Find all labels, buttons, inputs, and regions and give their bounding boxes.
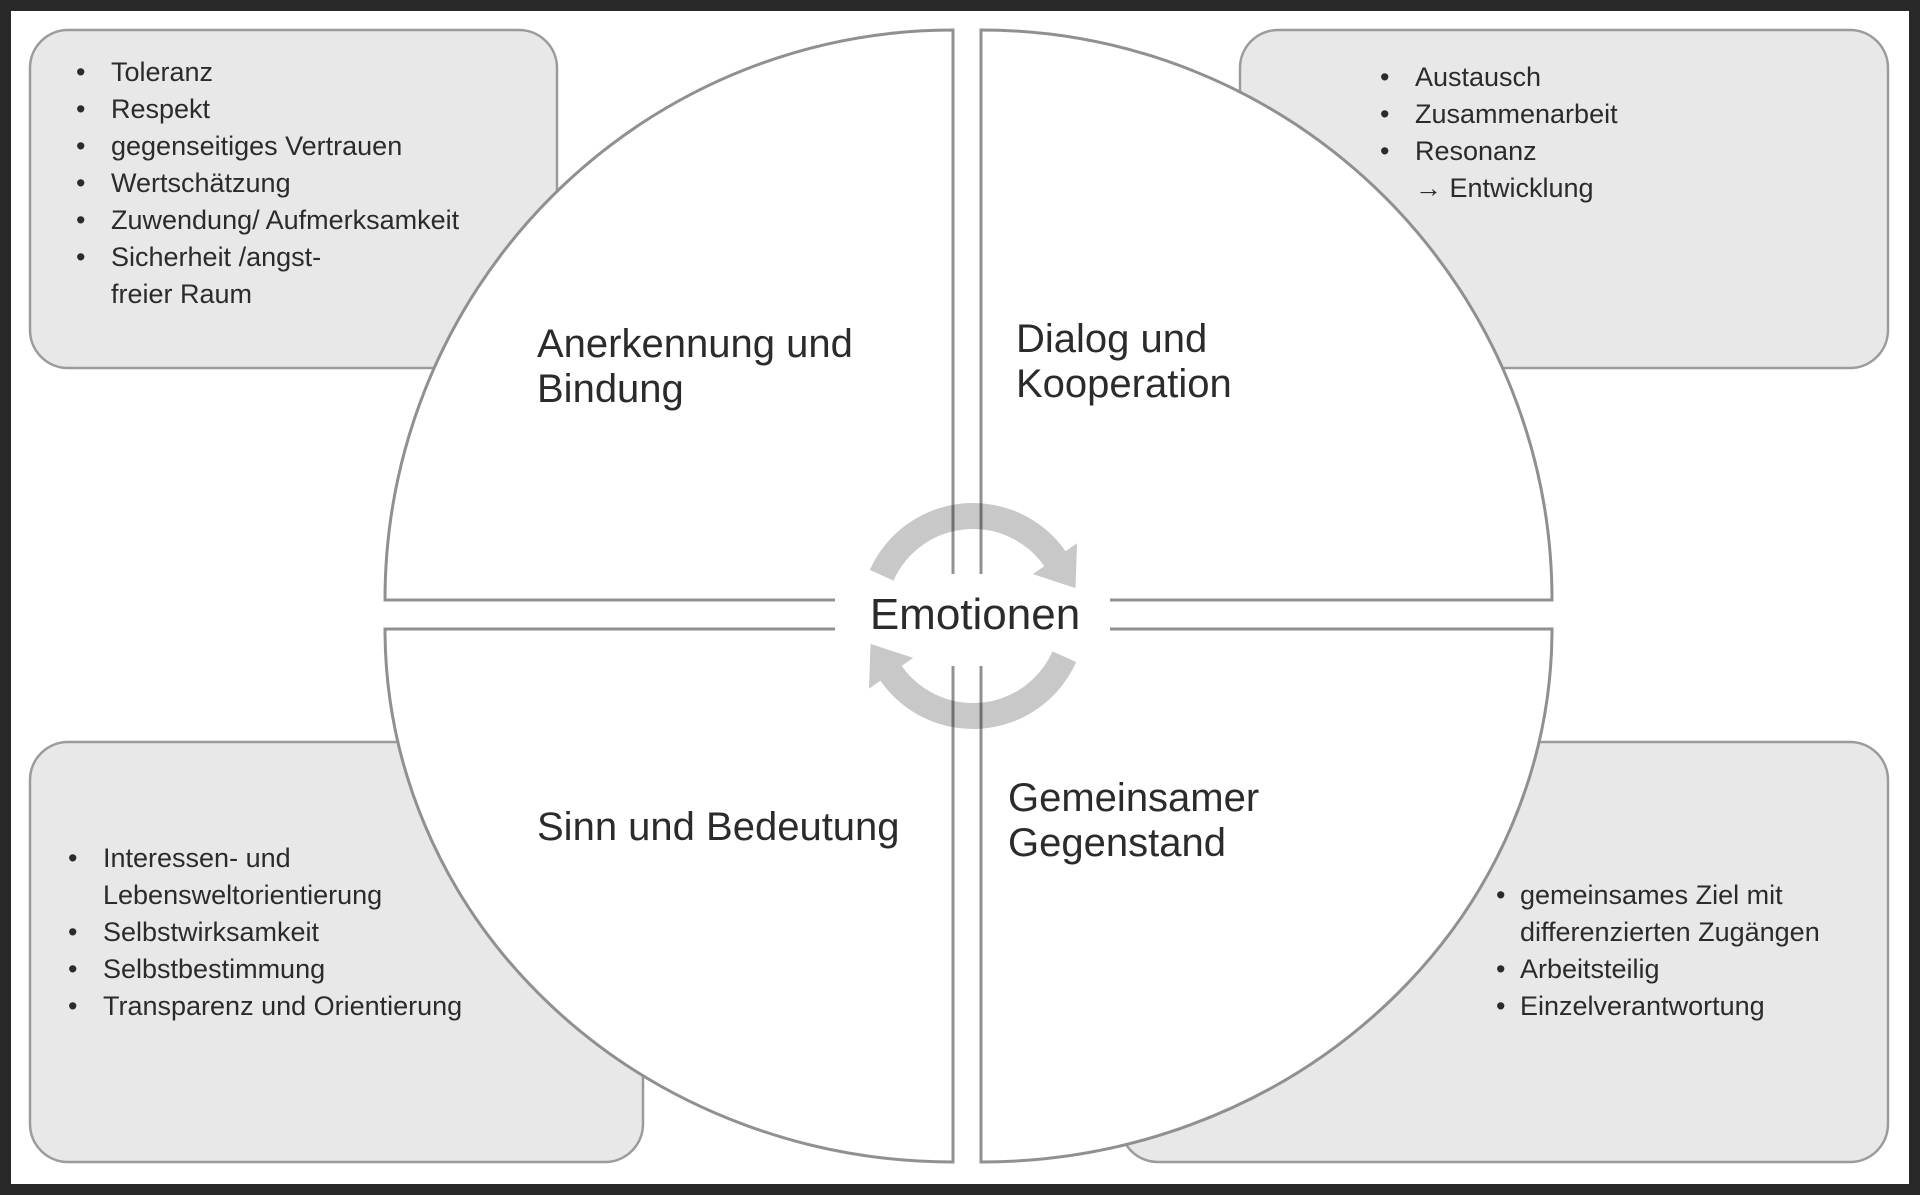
quadrant-title-dialog-und-kooperation: Dialog und Kooperation <box>1016 317 1232 406</box>
bullet-item: Selbstwirksamkeit <box>66 914 462 951</box>
quadrant-title-sinn-und-bedeutung: Sinn und Bedeutung <box>537 805 900 849</box>
bullet-item: Zuwendung/ Aufmerksamkeit <box>74 202 459 239</box>
bullet-item: Toleranz <box>74 54 459 91</box>
center-label: Emotionen <box>869 590 1081 639</box>
bullet-item: Respekt <box>74 91 459 128</box>
bullet-item: Einzelverantwortung <box>1494 988 1820 1025</box>
bullet-item: Austausch <box>1378 59 1618 96</box>
cycle-arrow-top <box>869 502 1077 589</box>
quadrant-shape-bottom-right <box>979 627 1554 1164</box>
bullet-item: Resonanz → Entwicklung <box>1378 133 1618 207</box>
cycle-arrow-bottom <box>869 643 1077 730</box>
bullet-item: Wertschätzung <box>74 165 459 202</box>
bullet-list-bottom-right: gemeinsames Ziel mit differenzierten Zug… <box>1494 877 1820 1025</box>
quadrant-title-gemeinsamer-gegenstand: Gemeinsamer Gegenstand <box>1008 776 1260 865</box>
bullet-item: Zusammenarbeit <box>1378 96 1618 133</box>
quadrant-shape-bottom-left <box>383 627 955 1164</box>
bullet-item: gegenseitiges Vertrauen <box>74 128 459 165</box>
bullet-item: Sicherheit /angst- freier Raum <box>74 239 459 313</box>
bullet-item: Selbstbestimmung <box>66 951 462 988</box>
quadrant-title-anerkennung-und-bindung: Anerkennung und Bindung <box>537 322 853 411</box>
center-label-plate <box>835 574 1110 666</box>
bullet-item: gemeinsames Ziel mit differenzierten Zug… <box>1494 877 1820 951</box>
bullet-item: Arbeitsteilig <box>1494 951 1820 988</box>
quadrant-shape-top-left <box>383 28 955 602</box>
bullet-item: Interessen- und Lebensweltorientierung <box>66 840 462 914</box>
bullet-list-top-left: ToleranzRespektgegenseitiges VertrauenWe… <box>74 54 459 313</box>
bullet-item: Transparenz und Orientierung <box>66 988 462 1025</box>
bullet-list-bottom-left: Interessen- und LebensweltorientierungSe… <box>66 840 462 1025</box>
cycle-arrows-icon <box>869 502 1077 730</box>
bullet-list-top-right: AustauschZusammenarbeitResonanz → Entwic… <box>1378 59 1618 207</box>
